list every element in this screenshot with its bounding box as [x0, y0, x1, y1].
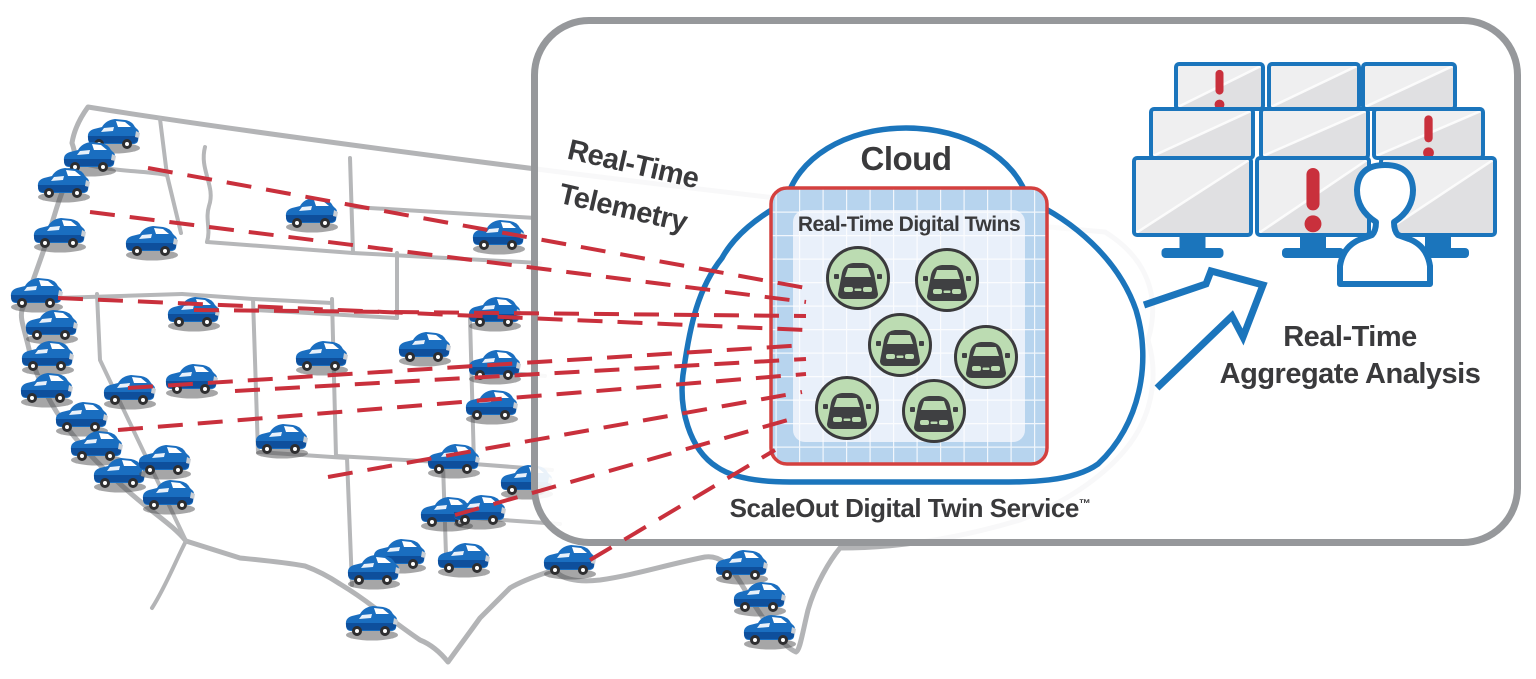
telemetry-link: [117, 372, 807, 432]
analysis-arrow-icon: [1142, 266, 1268, 391]
alert-icon: [1306, 168, 1320, 211]
cloud-label: Cloud: [860, 140, 952, 177]
monitor-stand-base: [1161, 248, 1224, 258]
digital-twin-icon: [915, 248, 979, 312]
alert-icon: [1424, 115, 1433, 143]
monitor-screen-diagonal: [1382, 158, 1494, 235]
telemetry-link: [327, 390, 803, 479]
analyst-person-icon: [1337, 162, 1433, 287]
analysis-label-line2: Aggregate Analysis: [1219, 358, 1481, 390]
trademark-symbol: ™: [1078, 496, 1091, 511]
digital-twin-icon: [815, 376, 879, 440]
alert-icon: [1215, 69, 1224, 95]
analysis-label-line1: Real-Time: [1283, 321, 1417, 353]
monitor-screen-diagonal: [1364, 64, 1454, 109]
aggregate-analysis-label: Real-Time Aggregate Analysis: [1185, 319, 1515, 393]
telemetry-link: [193, 308, 807, 318]
telemetry-link: [147, 166, 807, 290]
monitor: [1361, 62, 1457, 111]
monitor: [1259, 107, 1370, 160]
monitor-screen-diagonal: [1135, 158, 1250, 235]
digital-twin-icon: [902, 379, 966, 443]
monitor: [1267, 62, 1361, 111]
monitor: [1372, 107, 1485, 160]
telemetry-link: [588, 448, 777, 562]
digital-twin-icon: [868, 313, 932, 377]
service-name-label: ScaleOut Digital Twin Service™: [655, 493, 1165, 524]
monitor-wall: [1132, 62, 1497, 258]
telemetry-links: [57, 166, 807, 562]
monitor-screen-diagonal: [1270, 64, 1358, 109]
us-state-lines: [23, 117, 562, 587]
telemetry-link: [57, 296, 807, 332]
monitor: [1255, 156, 1371, 258]
telemetry-link: [454, 418, 789, 517]
monitor-frame: [1132, 156, 1253, 237]
monitor: [1132, 156, 1253, 258]
alert-icon-dot: [1423, 147, 1434, 159]
telemetry-link: [127, 343, 807, 390]
alert-icon-dot: [1304, 215, 1322, 233]
monitor-screen-diagonal: [1152, 109, 1252, 158]
digital-twin-icon: [954, 325, 1018, 389]
monitor-screen-diagonal: [1262, 109, 1367, 158]
monitor: [1174, 62, 1265, 111]
service-name-text: ScaleOut Digital Twin Service: [729, 493, 1080, 523]
monitor-stand-base: [1282, 248, 1344, 258]
digital-twin-icon: [826, 246, 890, 310]
telemetry-link: [89, 210, 807, 304]
telemetry-link: [234, 357, 807, 393]
monitor: [1149, 107, 1255, 160]
digital-twins-label: Real-Time Digital Twins: [797, 213, 1021, 236]
